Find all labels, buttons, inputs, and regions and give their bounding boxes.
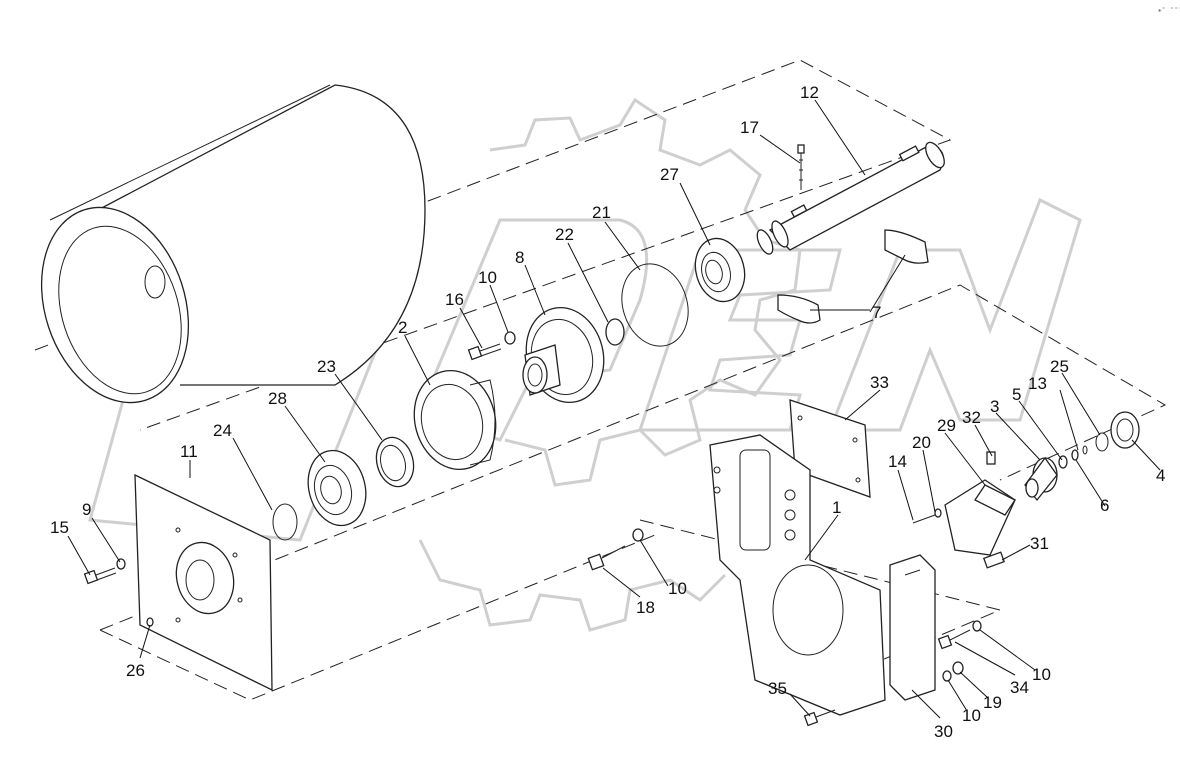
motor-bracket-1 <box>709 434 886 716</box>
bolt-14 <box>912 508 942 524</box>
callout-23: 23 <box>317 357 336 376</box>
circlip-25 <box>1095 432 1109 452</box>
callout-25: 25 <box>1050 357 1069 376</box>
bearing-27 <box>694 237 746 303</box>
washer-9 <box>116 558 126 570</box>
corner-mark: ⁎⁼ ⁼⁼⁼ <box>1158 6 1180 14</box>
washer-10-upper <box>504 331 516 345</box>
seal-23 <box>375 436 415 488</box>
fitting-31 <box>982 551 1006 569</box>
circlip-13 <box>1082 445 1088 455</box>
callout-12: 12 <box>800 83 819 102</box>
drive-shaft <box>756 141 945 255</box>
callout-27: 27 <box>660 165 679 184</box>
callout-10-upper: 10 <box>478 268 497 287</box>
callout-19: 19 <box>983 693 1002 712</box>
coupling-3 <box>1024 456 1058 502</box>
flange-hub-8 <box>522 306 605 404</box>
callout-10-right: 10 <box>1032 665 1051 684</box>
bolt-16 <box>467 343 502 361</box>
drum-shell <box>40 84 426 404</box>
callout-5: 5 <box>1012 385 1021 404</box>
bolt-18 <box>587 545 626 571</box>
callout-11: 11 <box>180 442 198 461</box>
ring-22 <box>605 318 625 346</box>
callout-10-mid: 10 <box>668 579 687 598</box>
callout-4: 4 <box>1156 466 1165 485</box>
callout-1: 1 <box>832 498 841 517</box>
callout-16: 16 <box>445 290 464 309</box>
pin-26 <box>146 617 154 627</box>
bolt-15 <box>83 567 117 585</box>
bolt-17 <box>797 144 805 190</box>
o-ring-21 <box>621 263 689 347</box>
callout-22: 22 <box>555 225 574 244</box>
callout-9: 9 <box>82 500 91 519</box>
callout-3: 3 <box>990 397 999 416</box>
bolt-34 <box>937 629 971 650</box>
leader-lines <box>67 99 1161 719</box>
bolt-35 <box>803 709 836 727</box>
callout-labels: 12 17 27 21 22 8 10 16 2 23 28 24 11 9 1… <box>50 83 1165 741</box>
circlip-24 <box>272 503 298 541</box>
needle-bearing-4 <box>1110 411 1140 449</box>
callout-7: 7 <box>872 303 881 322</box>
callout-31: 31 <box>1030 534 1049 553</box>
callout-26: 26 <box>126 661 145 680</box>
callout-30: 30 <box>934 722 953 741</box>
callout-6: 6 <box>1100 496 1109 515</box>
callout-33: 33 <box>870 373 889 392</box>
saddle-7-lower <box>777 294 821 324</box>
washer-10-right <box>972 620 982 632</box>
callout-14: 14 <box>888 452 907 471</box>
callout-15: 15 <box>50 518 69 537</box>
callout-34: 34 <box>1010 678 1029 697</box>
callout-18: 18 <box>636 598 655 617</box>
callout-20: 20 <box>912 433 931 452</box>
washer-10-bottom <box>942 670 952 682</box>
dashed-envelope-lower <box>99 284 1167 701</box>
callout-17: 17 <box>740 118 759 137</box>
hydraulic-motor-29 <box>944 479 1016 556</box>
bearing-28 <box>307 449 367 527</box>
saddle-7-upper <box>884 229 929 264</box>
callout-28: 28 <box>268 389 287 408</box>
nut-19 <box>952 661 964 675</box>
callout-24: 24 <box>213 421 232 440</box>
fitting-32 <box>986 451 996 465</box>
base-block-30 <box>889 554 936 701</box>
callout-35: 35 <box>768 679 787 698</box>
callout-8: 8 <box>515 248 524 267</box>
callout-13: 13 <box>1028 374 1047 393</box>
callout-10-bottom: 10 <box>962 706 981 725</box>
washer-10-mid <box>632 528 644 542</box>
bearing-housing-2 <box>413 369 497 471</box>
callout-2: 2 <box>398 318 407 337</box>
callout-21: 21 <box>592 203 611 222</box>
callout-32: 32 <box>962 408 981 427</box>
mounting-plate-11 <box>134 473 273 692</box>
callout-29: 29 <box>937 416 956 435</box>
washer-6 <box>1071 449 1079 461</box>
